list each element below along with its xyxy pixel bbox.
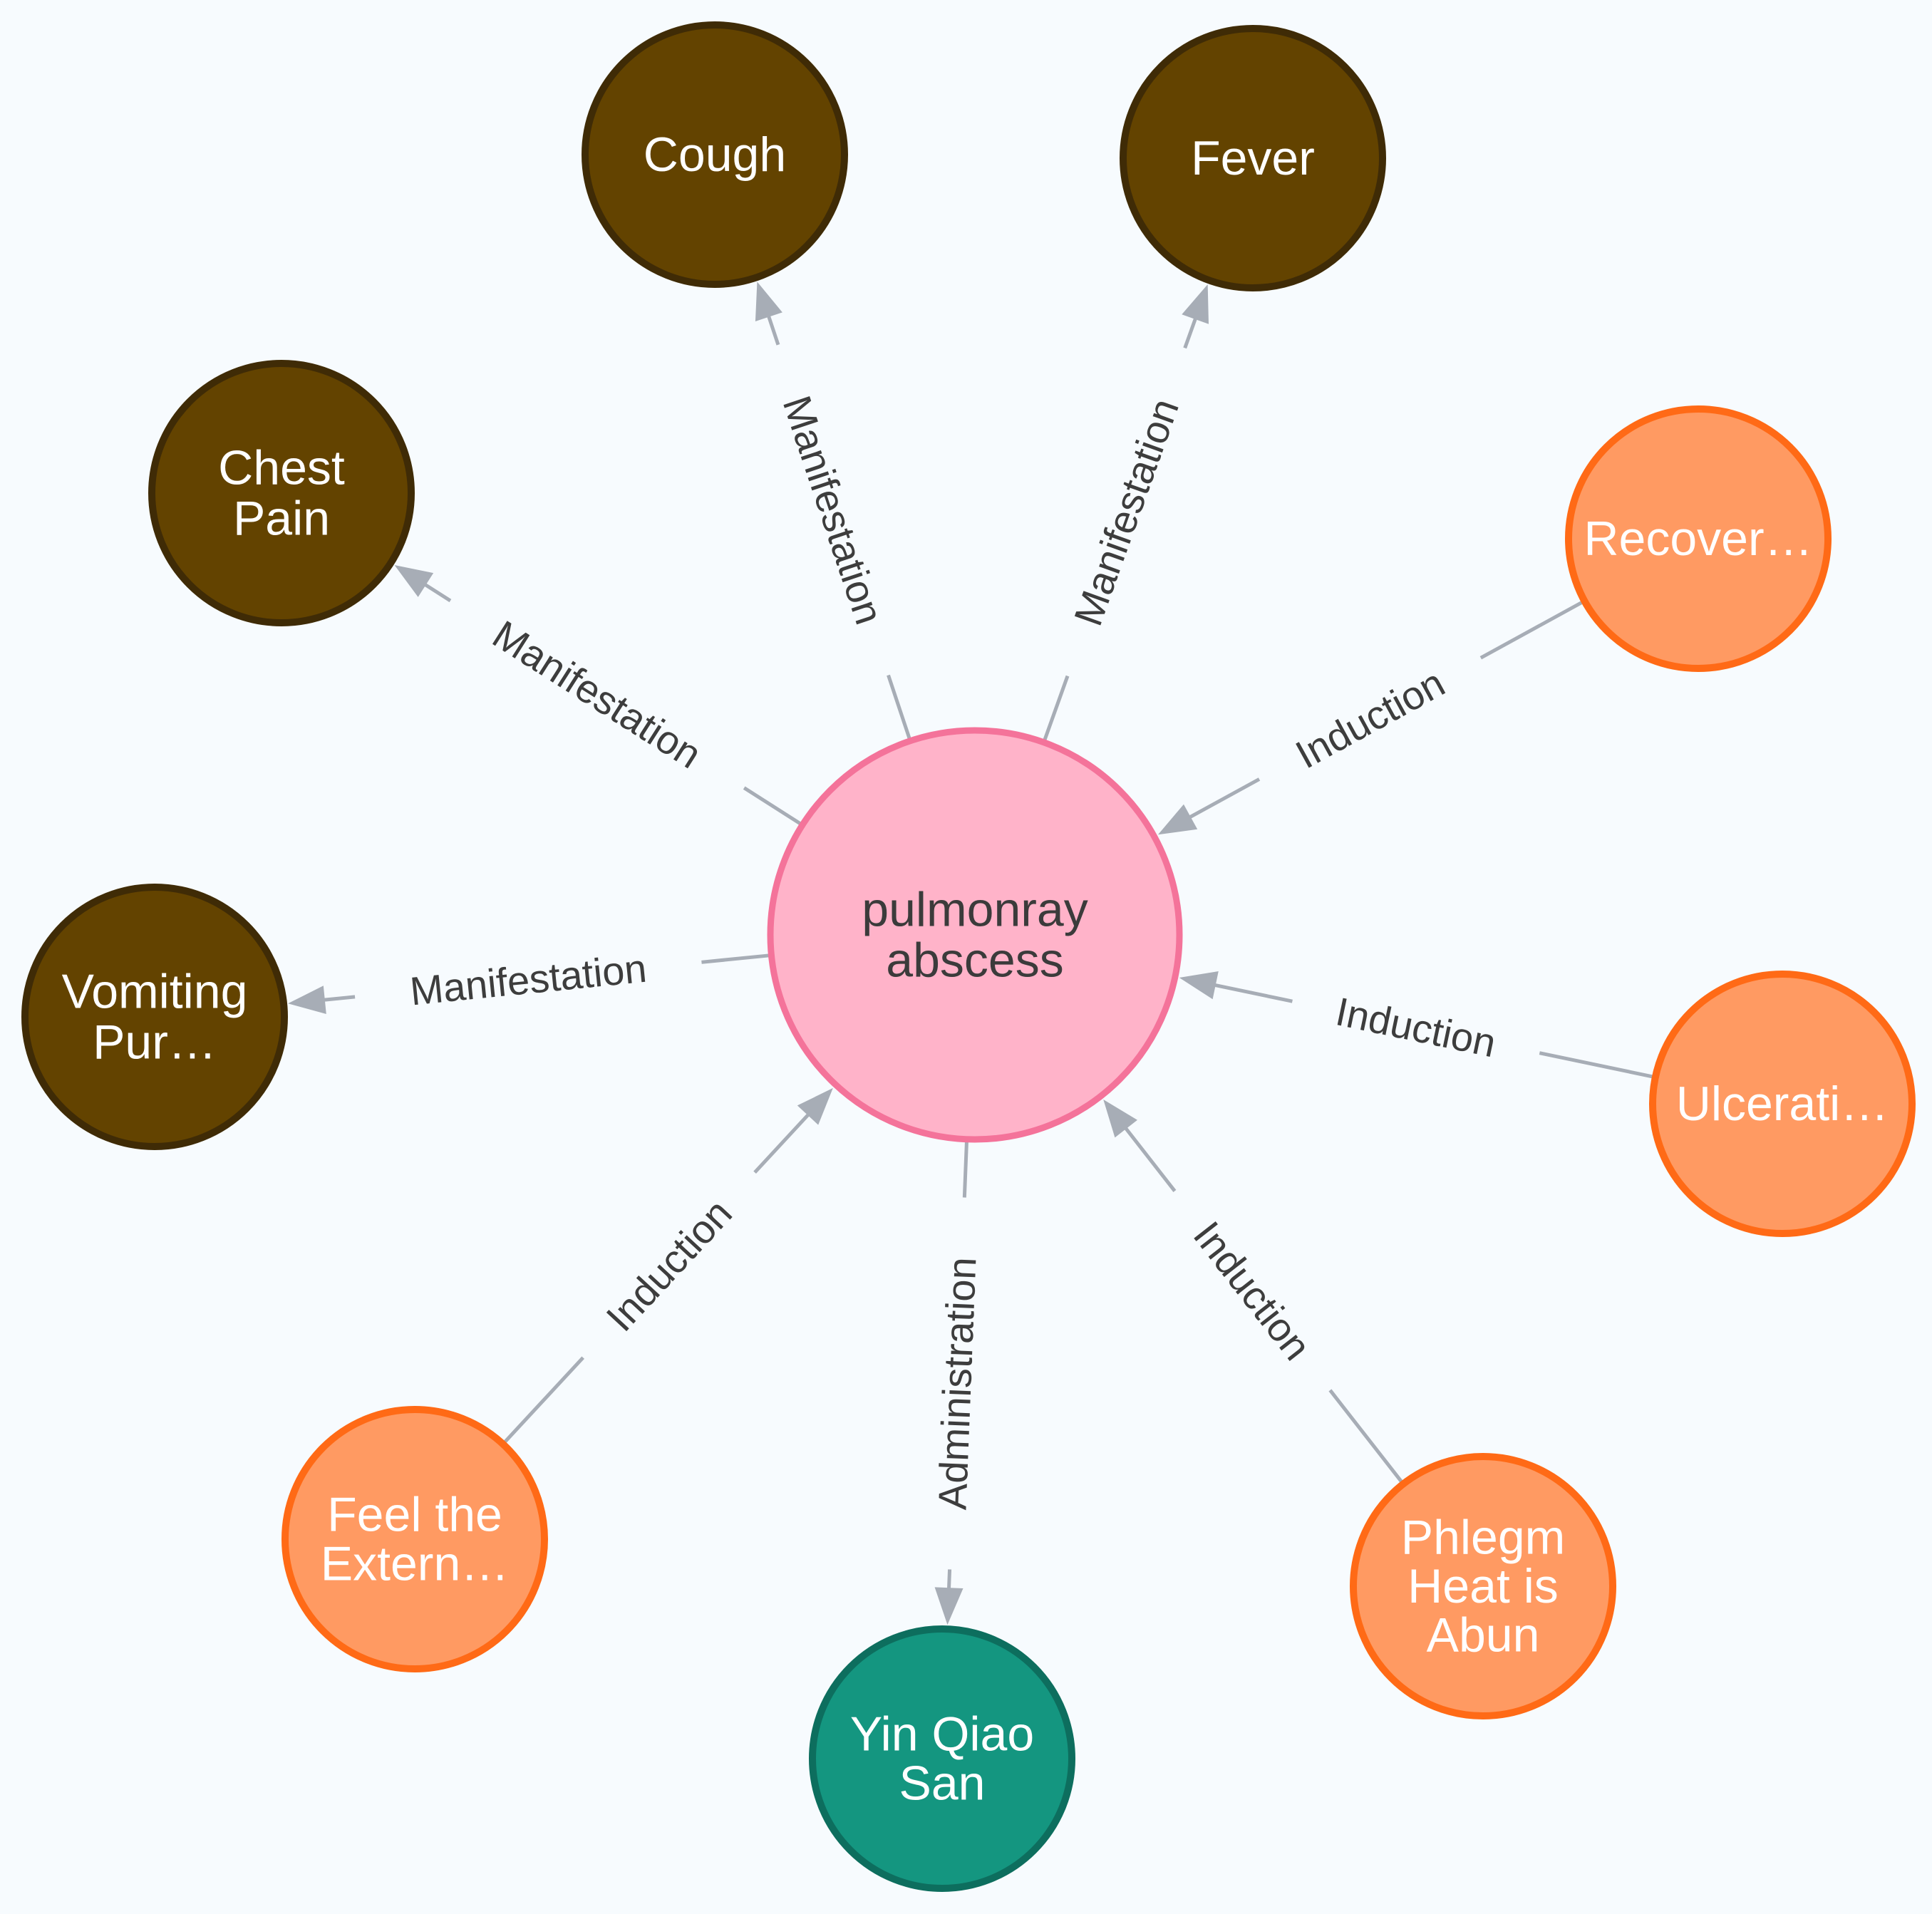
edge-line [887, 674, 911, 739]
edge-line [701, 953, 769, 964]
edge-line [1479, 601, 1584, 660]
edge-center-to-fever: Manifestation [1043, 284, 1209, 740]
node-label: Phlegm [1401, 1510, 1566, 1564]
node-label: pulmonray [862, 883, 1088, 937]
node-circle[interactable] [281, 1406, 548, 1672]
arrowhead-icon [1179, 971, 1219, 1000]
edge-line [743, 786, 801, 825]
node-label: Feel the [327, 1488, 502, 1542]
arrowhead-icon [1157, 804, 1198, 835]
edge-line [1183, 316, 1198, 349]
edge-label: Manifestation [1065, 393, 1188, 631]
node-circle[interactable] [809, 1625, 1075, 1892]
edge-line [321, 995, 356, 1003]
arrowhead-icon [934, 1587, 964, 1625]
node-circle[interactable] [148, 360, 415, 626]
edge-phlegm-heat-to-center: Induction [1103, 1100, 1403, 1483]
edge-label: Administration [929, 1256, 984, 1511]
node-label: Vomiting [62, 965, 248, 1019]
edge-label: Manifestation [408, 946, 649, 1014]
node-label: Chest [218, 441, 345, 495]
edge-label: Manifestation [775, 390, 892, 630]
arrowhead-icon [1103, 1100, 1137, 1138]
node-fever[interactable]: Fever [1120, 25, 1386, 291]
edge-label: Induction [1185, 1213, 1320, 1368]
arrowhead-icon [797, 1087, 833, 1125]
node-label: Ulcerati… [1676, 1077, 1889, 1131]
edge-line [753, 1112, 812, 1174]
node-label: Heat is [1407, 1559, 1559, 1613]
node-circle[interactable] [21, 884, 288, 1150]
edge-line [1043, 675, 1070, 740]
node-label: Recover… [1584, 512, 1812, 566]
edge-line [766, 314, 780, 346]
node-label: Pur… [93, 1015, 217, 1069]
node-label: Cough [644, 128, 786, 182]
arrowhead-icon [288, 986, 326, 1015]
node-ulcerati[interactable]: Ulcerati… [1649, 971, 1916, 1237]
node-circle[interactable] [767, 727, 1183, 1143]
edge-line [1122, 1125, 1177, 1193]
edge-line [1328, 1389, 1403, 1483]
edge-label: Induction [597, 1190, 740, 1340]
edge-recover-to-center: Induction [1157, 601, 1584, 835]
arrowhead-icon [1182, 284, 1209, 324]
edge-feel-extern-to-center: Induction [503, 1087, 833, 1444]
edge-center-to-vomiting: Manifestation [288, 946, 769, 1015]
node-label: Yin Qiao [850, 1707, 1034, 1762]
edge-label: Induction [1288, 660, 1452, 777]
node-label: abscess [886, 933, 1063, 987]
edge-line [503, 1356, 585, 1444]
arrowhead-icon [394, 565, 434, 597]
edge-center-to-cough: Manifestation [755, 281, 911, 739]
edge-label: Manifestation [485, 611, 710, 777]
node-label: Fever [1191, 131, 1315, 185]
node-label: San [899, 1756, 986, 1810]
node-label: Pain [233, 491, 330, 545]
node-label: Abun [1427, 1608, 1540, 1662]
edge-center-to-chest-pain: Manifestation [394, 565, 801, 825]
node-circle[interactable] [1120, 25, 1386, 291]
edge-line [1539, 1051, 1653, 1079]
edge-line [422, 581, 452, 603]
node-circle[interactable] [1350, 1453, 1616, 1719]
node-recover[interactable]: Recover… [1565, 405, 1832, 672]
node-label: Extern… [321, 1536, 510, 1590]
edge-line [1212, 983, 1293, 1003]
node-vomiting[interactable]: VomitingPur… [21, 884, 288, 1150]
arrowhead-icon [755, 281, 782, 322]
edge-line [962, 1142, 968, 1198]
edge-line [1187, 777, 1261, 820]
node-circle[interactable] [1565, 405, 1832, 672]
edge-ulcerati-to-center: Induction [1179, 971, 1653, 1079]
edge-center-to-yin-qiao-san: Administration [929, 1142, 984, 1625]
node-circle[interactable] [1649, 971, 1916, 1237]
node-cough[interactable]: Cough [582, 21, 848, 288]
node-circle[interactable] [582, 21, 848, 288]
edge-label: Induction [1332, 988, 1499, 1065]
node-feel-extern[interactable]: Feel theExtern… [281, 1406, 548, 1672]
